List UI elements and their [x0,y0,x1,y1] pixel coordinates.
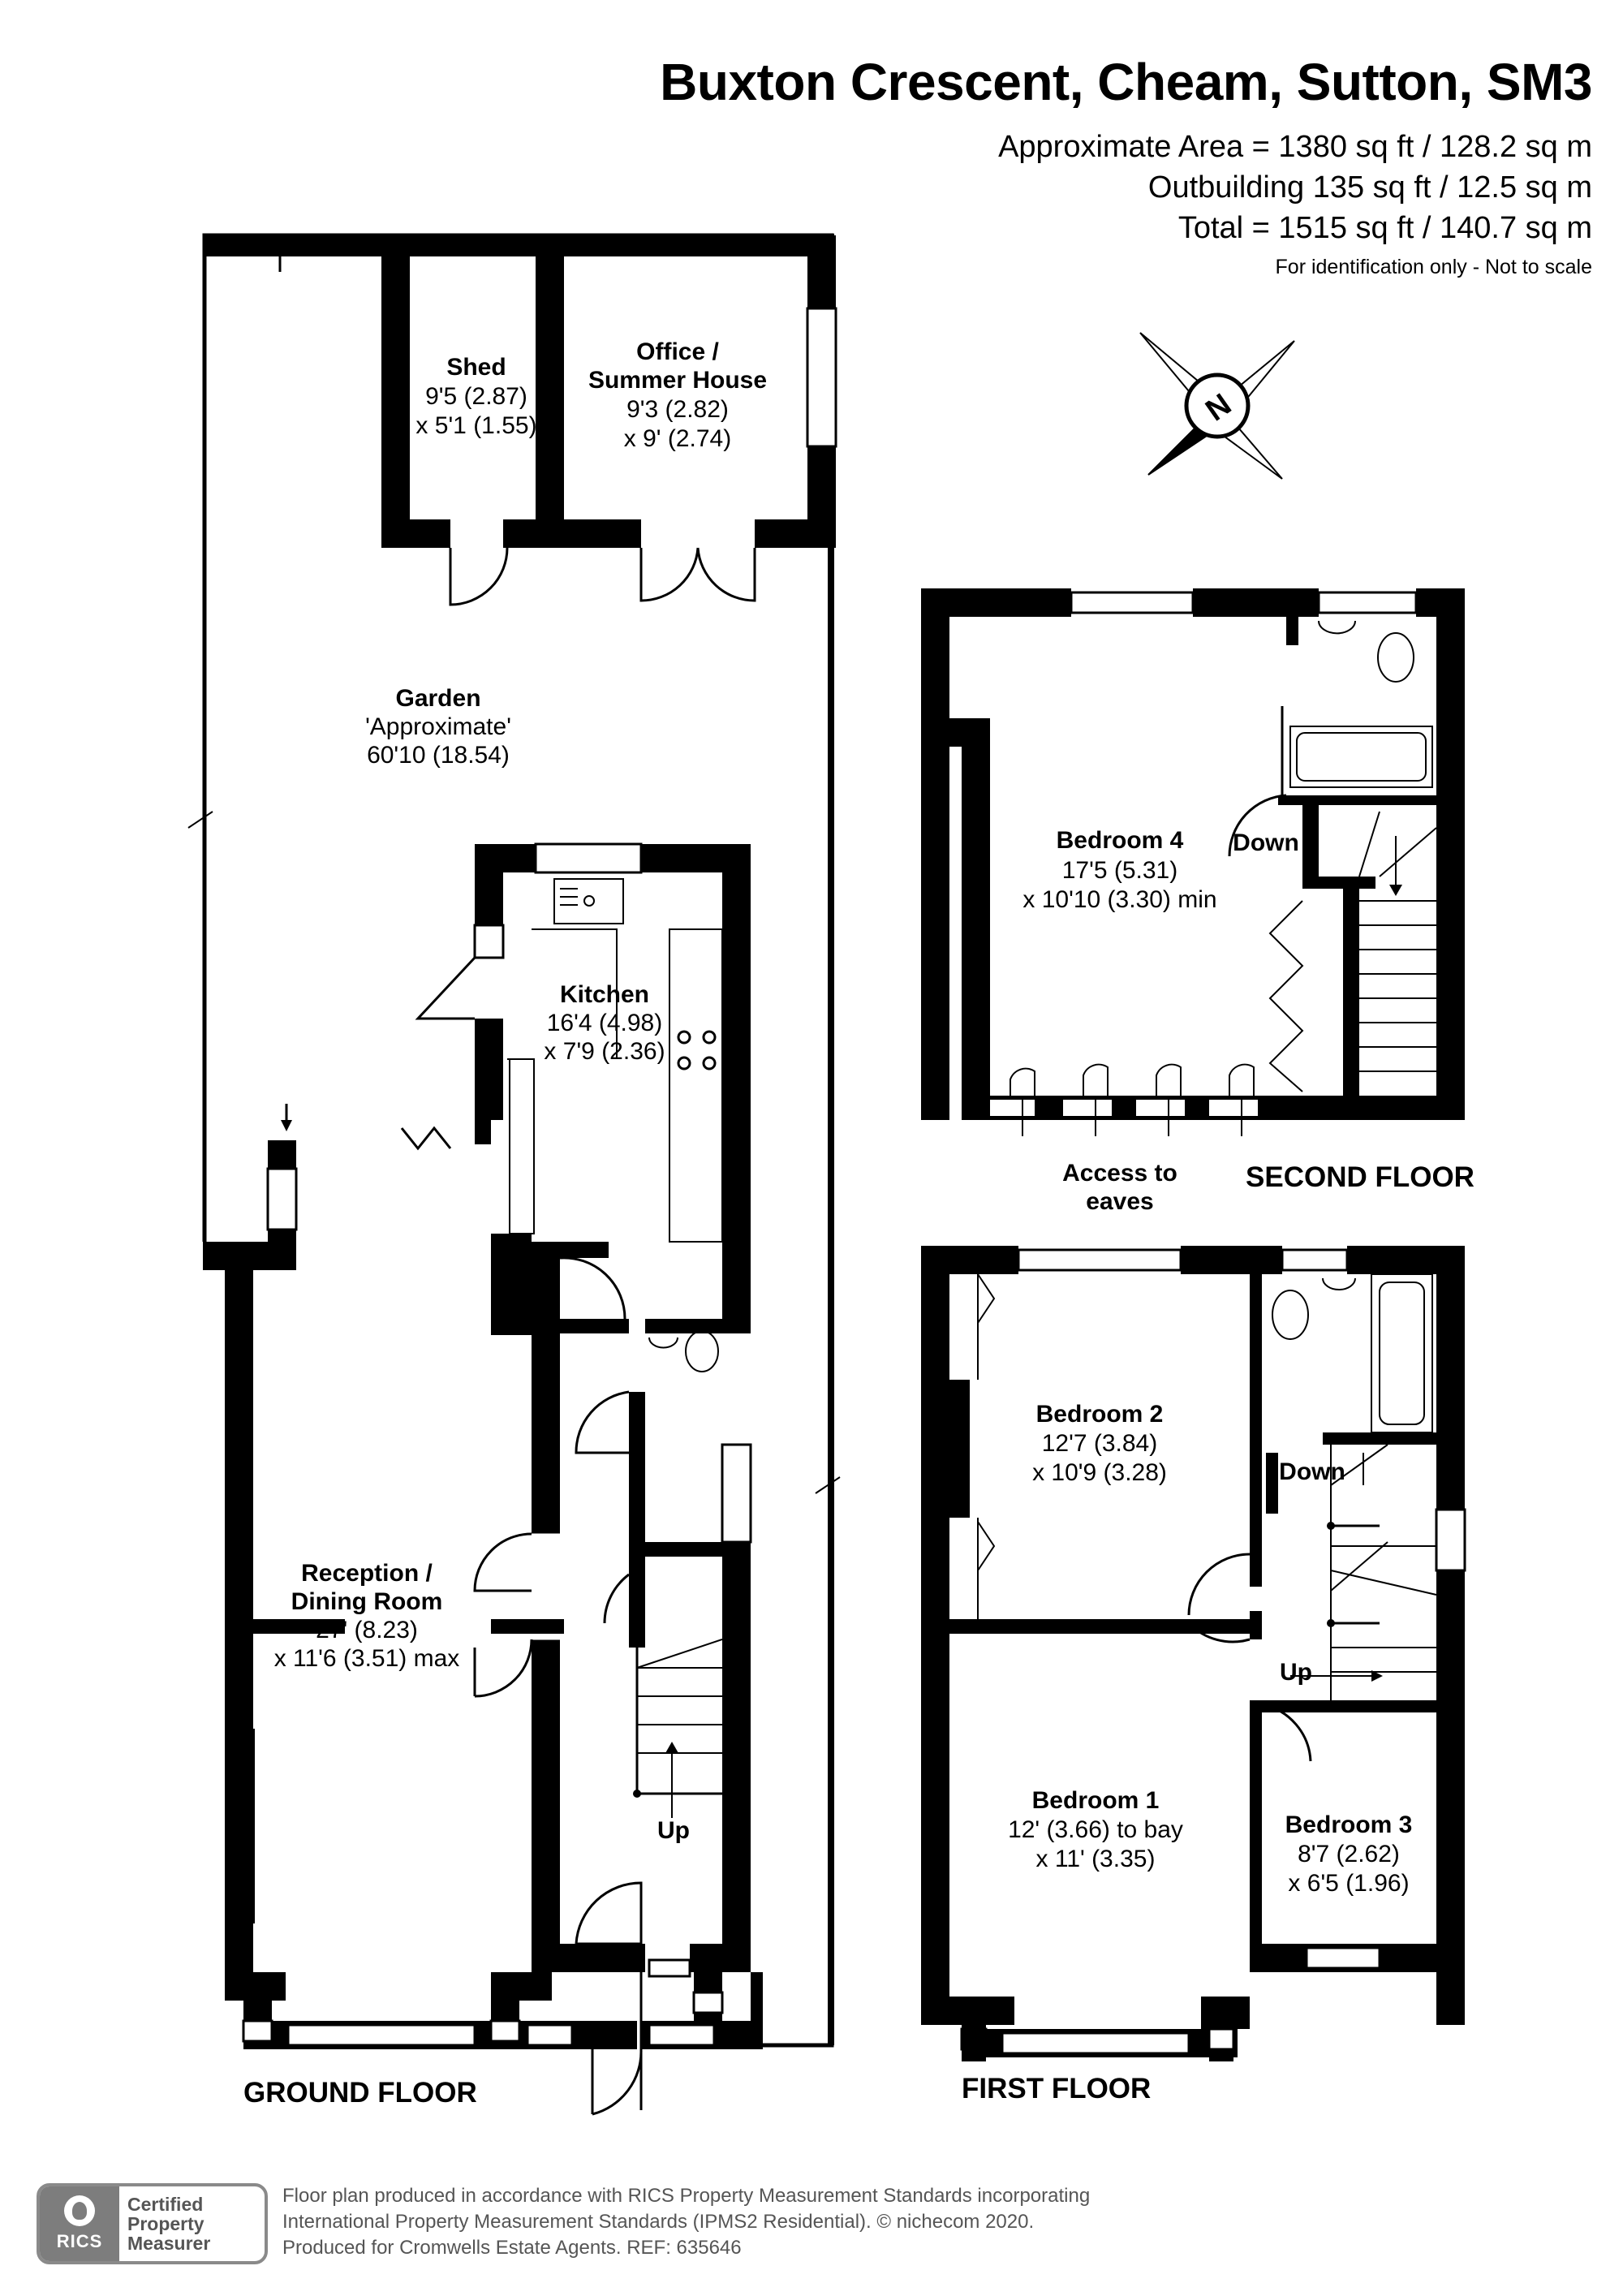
reception-label-2: Dining Room [291,1588,443,1615]
bedroom4-label: Bedroom 4 [1057,827,1184,854]
page-title: Buxton Crescent, Cheam, Sutton, SM3 [660,53,1592,111]
rics-badge-text: Certified Property Measurer [119,2186,265,2261]
footer-line-2: International Property Measurement Stand… [282,2211,1035,2233]
second-down-label: Down [1233,829,1299,856]
shed-label: Shed [446,354,506,381]
second-floor-plan [921,588,1465,1136]
garden-label: Garden [395,685,480,712]
footer-line-1: Floor plan produced in accordance with R… [282,2185,1091,2207]
first-up-label: Up [1280,1659,1312,1686]
reception-dim-2: x 11'6 (3.51) max [274,1645,460,1672]
kitchen-dim-2: x 7'9 (2.36) [544,1038,665,1065]
ground-floor-label: GROUND FLOOR [243,2077,477,2109]
ground-floor-plan [187,233,841,2116]
rics-emblem-icon [64,2195,95,2226]
kitchen-label: Kitchen [560,981,649,1008]
office-label-1: Office / [636,338,719,365]
bedroom3-dim-2: x 6'5 (1.96) [1288,1870,1409,1897]
bedroom2-label: Bedroom 2 [1036,1401,1164,1428]
bedroom2-dim-1: 12'7 (3.84) [1042,1430,1158,1457]
first-down-label: Down [1279,1458,1345,1485]
total-area: Total = 1515 sq ft / 140.7 sq m [1177,211,1592,245]
scale-note: For identification only - Not to scale [1275,256,1592,278]
reception-dim-1: 27' (8.23) [316,1617,418,1643]
footer-line-3: Produced for Cromwells Estate Agents. RE… [282,2237,742,2259]
bedroom1-dim-1: 12' (3.66) to bay [1008,1816,1183,1843]
first-floor-label: FIRST FLOOR [962,2073,1151,2104]
rics-logo: RICS [40,2186,119,2261]
second-floor-label: SECOND FLOOR [1246,1161,1474,1193]
outbuilding-area: Outbuilding 135 sq ft / 12.5 sq m [1147,170,1592,205]
bedroom3-dim-1: 8'7 (2.62) [1298,1841,1400,1867]
ground-up-label: Up [657,1817,690,1844]
office-dim-2: x 9' (2.74) [624,425,731,452]
reception-label-1: Reception / [301,1560,433,1587]
bedroom4-dim-2: x 10'10 (3.30) min [1022,886,1216,913]
kitchen-dim-1: 16'4 (4.98) [547,1010,663,1036]
first-floor-plan [921,1246,1466,2061]
badge-line-1: Certified [127,2194,204,2215]
bedroom4-dim-1: 17'5 (5.31) [1062,857,1178,884]
garden-dim: 60'10 (18.54) [367,742,510,769]
shed-dim-2: x 5'1 (1.55) [415,412,536,439]
eaves-label-1: Access to [1062,1160,1177,1187]
eaves-label-2: eaves [1086,1188,1153,1215]
approximate-area: Approximate Area = 1380 sq ft / 128.2 sq… [998,130,1592,164]
office-label-2: Summer House [588,367,767,394]
bedroom1-dim-2: x 11' (3.35) [1036,1846,1156,1872]
badge-line-3: Measurer [127,2233,211,2254]
room-labels: Shed 9'5 (2.87) x 5'1 (1.55) Office / Su… [243,338,1474,2109]
rics-certified-badge: RICS Certified Property Measurer [37,2183,268,2264]
compass-icon: N [1139,332,1295,480]
office-dim-1: 9'3 (2.82) [626,396,729,423]
garden-note: 'Approximate' [365,713,511,740]
bedroom1-label: Bedroom 1 [1032,1787,1160,1814]
badge-line-2: Property [127,2213,204,2234]
bedroom3-label: Bedroom 3 [1285,1811,1413,1838]
shed-dim-1: 9'5 (2.87) [425,383,527,410]
bedroom2-dim-2: x 10'9 (3.28) [1032,1459,1167,1486]
footer-text: Floor plan produced in accordance with R… [282,2183,1090,2261]
rics-wordmark: RICS [56,2231,103,2251]
